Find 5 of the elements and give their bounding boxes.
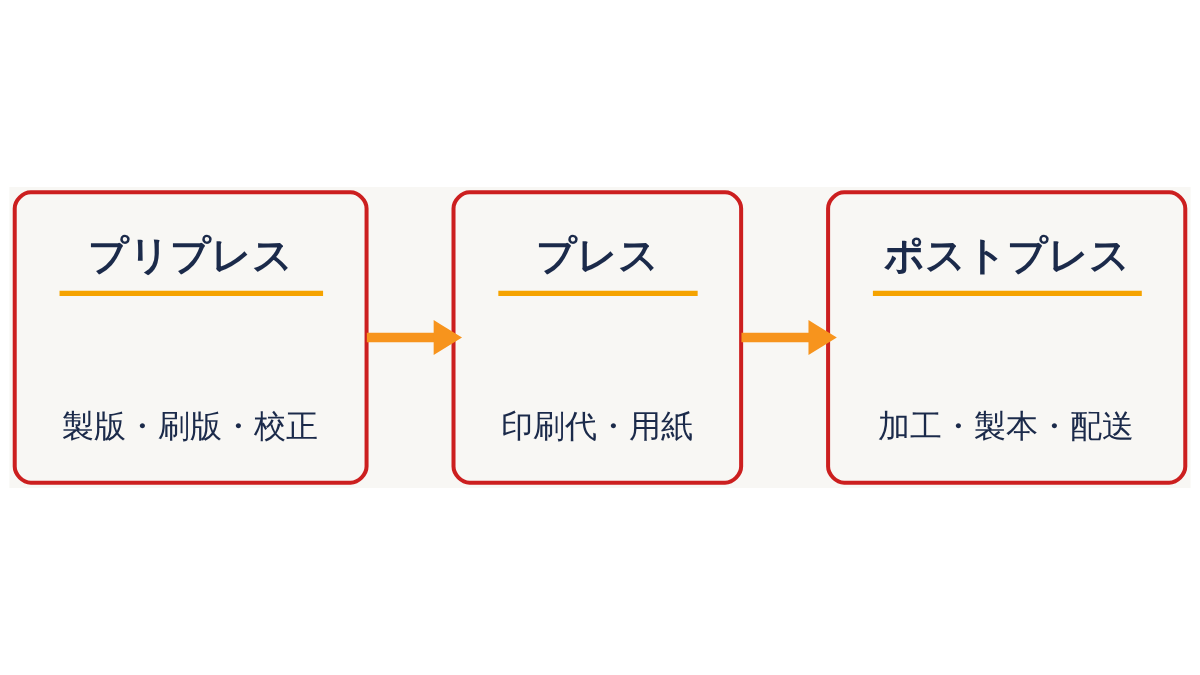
node-box: プレス 印刷代・用紙 (451, 190, 744, 485)
arrow (366, 320, 462, 355)
node-box: ポストプレス 加工・製本・配送 (826, 190, 1188, 485)
node-box: プリプレス 製版・刷版・校正 (12, 190, 369, 485)
arrow (741, 320, 837, 355)
